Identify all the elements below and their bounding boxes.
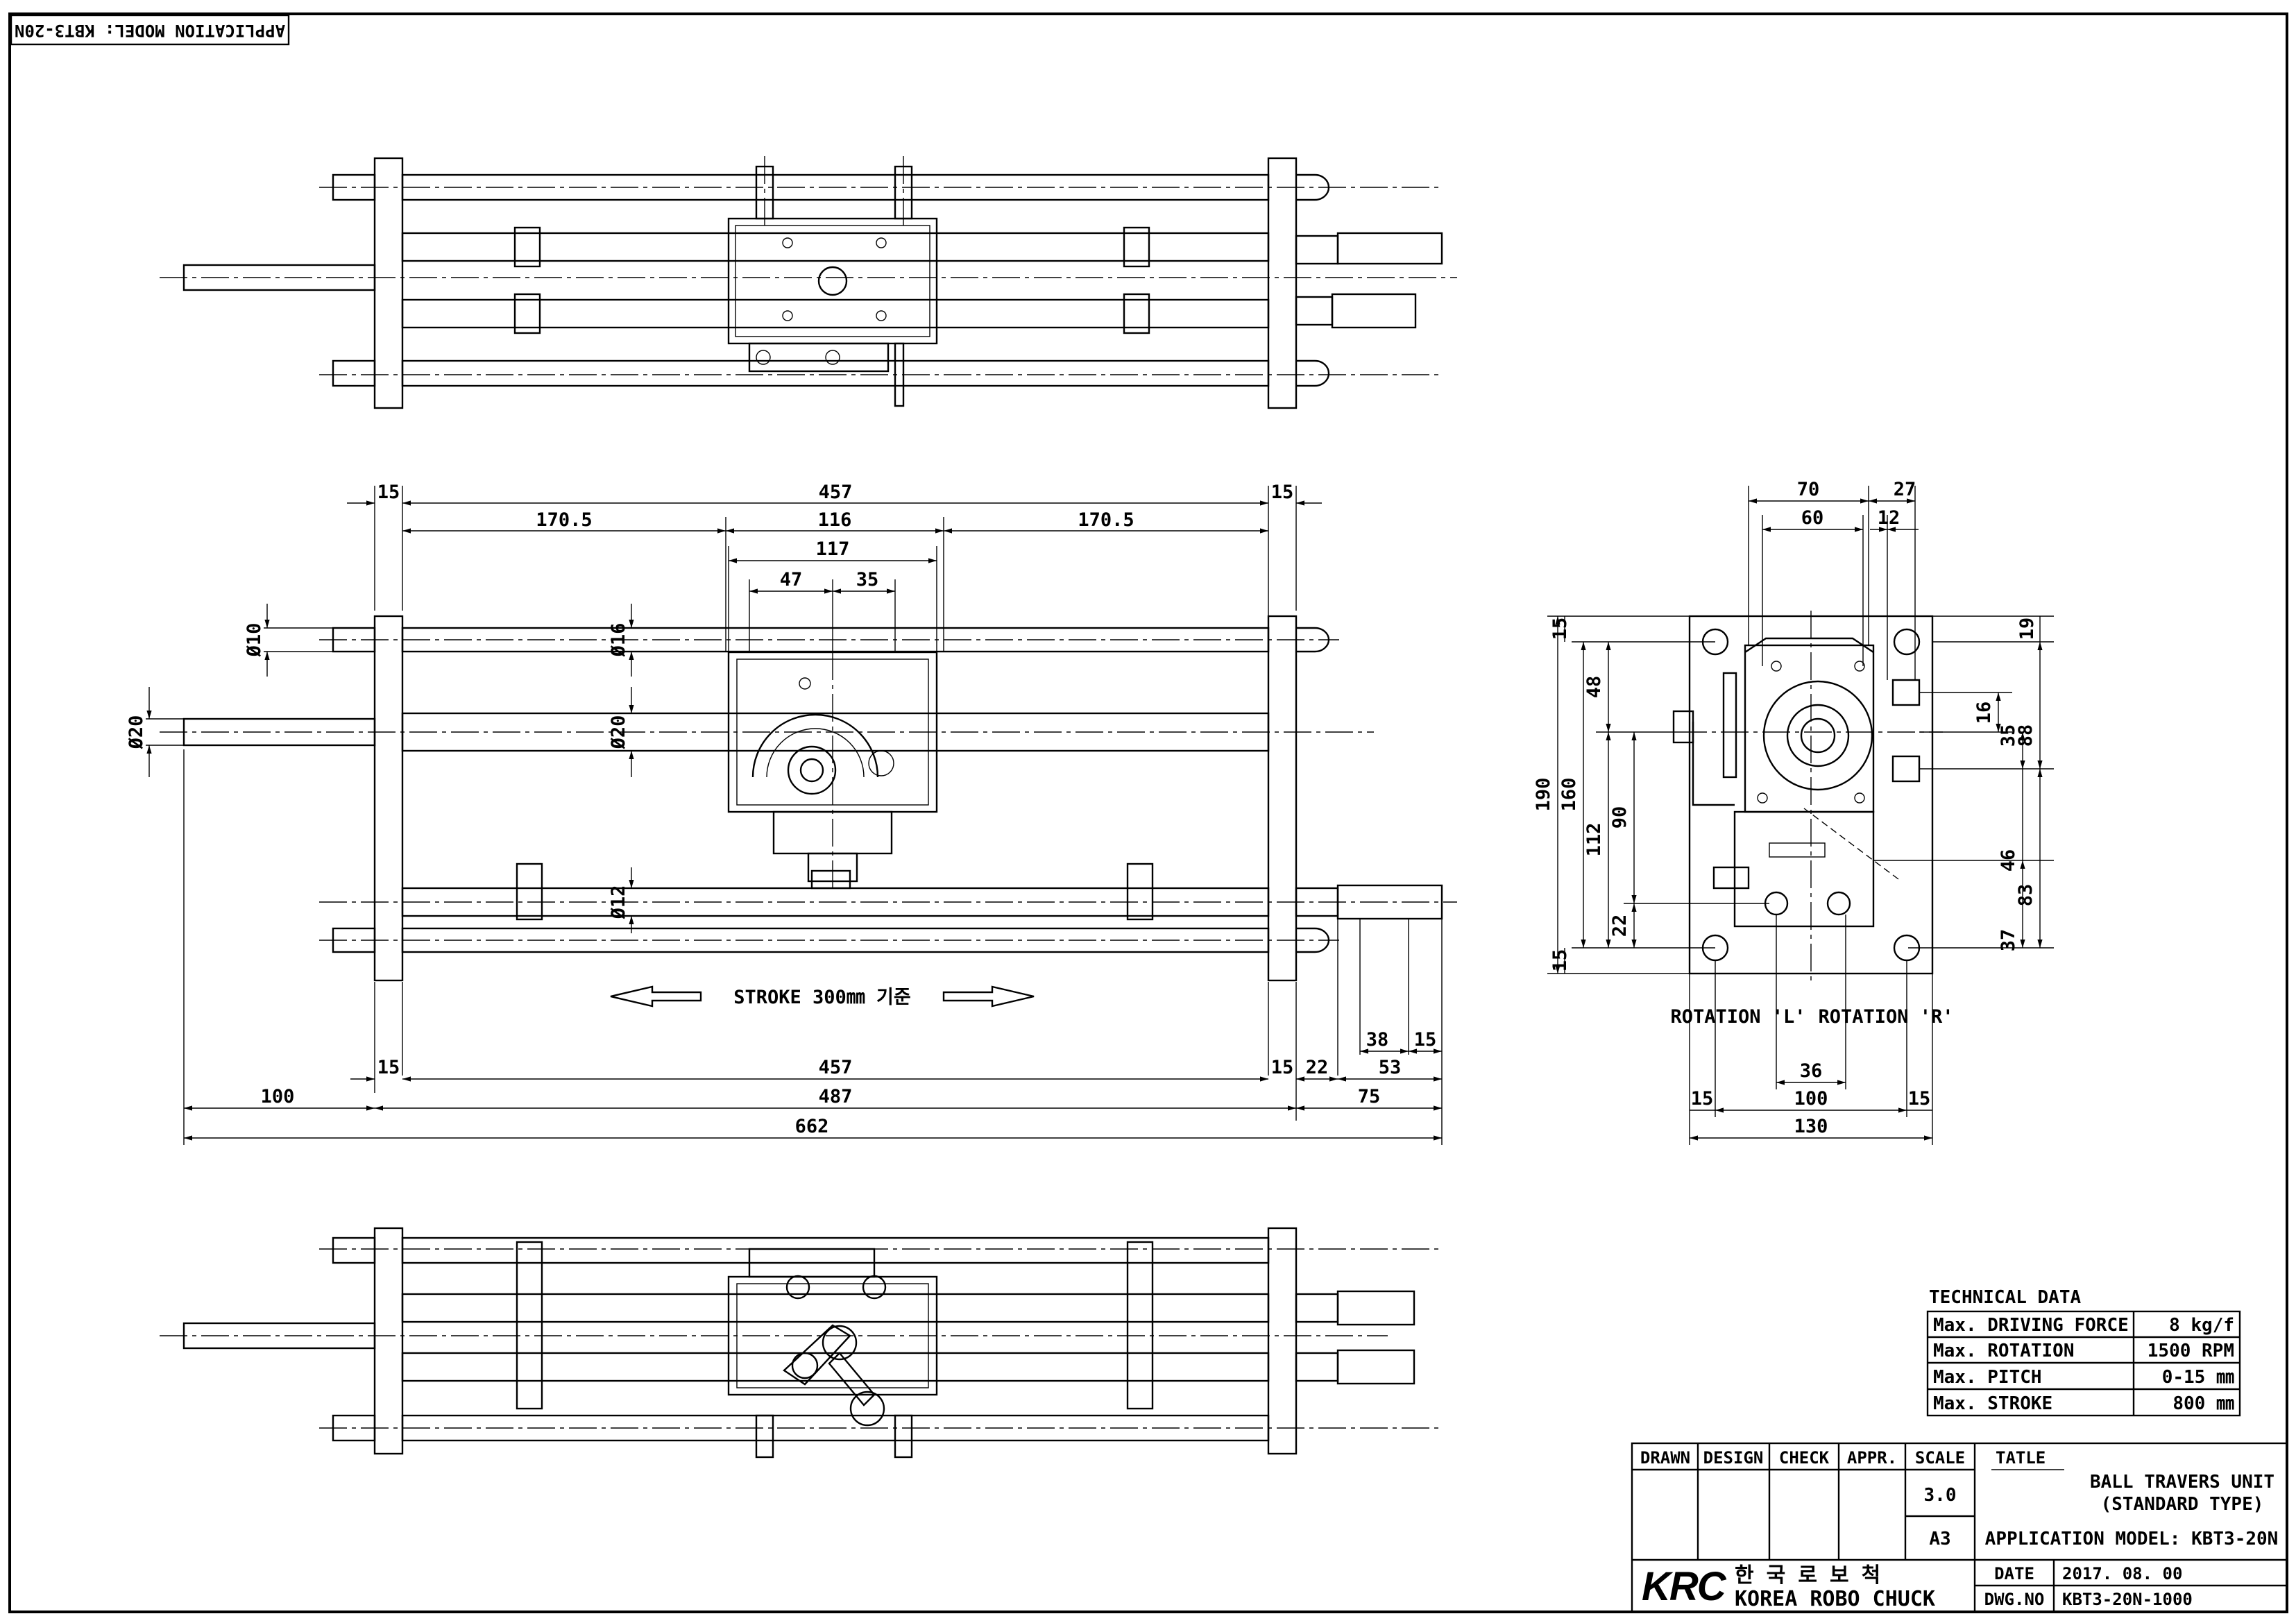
dim-36: 36 [1800,1060,1823,1082]
dim-22-side: 22 [1609,915,1631,937]
dim-90: 90 [1609,806,1631,829]
tech-row-1-value: 8 kg/f [2169,1315,2234,1336]
company-korean-name: 한 국 로 보 척 [1735,1563,1880,1588]
tb-scale-label: SCALE [1915,1448,1965,1468]
dim-88: 88 [2015,724,2036,747]
tb-paper-size: A3 [1929,1529,1950,1549]
tb-title-line1: BALL TRAVERS UNIT [2090,1472,2274,1493]
stroke-note-text: STROKE 300㎜ 기준 [733,987,911,1008]
dim-15-bot-right: 15 [1271,1057,1294,1078]
front-dimensions-diameters: Ø10 Ø20 Ø16 Ø20 Ø12 [126,604,634,933]
dim-phi20-main: Ø20 [608,715,629,750]
dim-15-bot-left: 15 [377,1057,400,1078]
dim-487: 487 [819,1086,853,1107]
tech-row-3-label: Max. PITCH [1933,1367,2042,1388]
tech-row-1-label: Max. DRIVING FORCE [1933,1315,2129,1336]
tb-date-label: DATE [1994,1564,2034,1583]
dim-457-bot: 457 [819,1057,853,1078]
company-english-name: KOREA ROBO CHUCK [1735,1587,1935,1611]
dim-15-side-right: 15 [1908,1088,1931,1110]
dim-16: 16 [1973,702,1995,724]
tb-header-drawn: DRAWN [1640,1448,1690,1468]
sheet-border [8,12,2288,1613]
tb-title-line2: (STANDARD TYPE) [2101,1494,2264,1515]
dim-70: 70 [1797,479,1820,500]
dim-662: 662 [795,1116,829,1137]
dim-116: 116 [818,509,852,531]
dim-22: 22 [1306,1057,1329,1078]
side-view [1672,611,1943,982]
tech-row-4-value: 800 ㎜ [2172,1393,2234,1414]
stroke-note: STROKE 300㎜ 기준 [610,985,1035,1008]
dim-457-top: 457 [819,482,853,503]
technical-data-table: TECHNICAL DATA Max. DRIVING FORCE 8 kg/f… [1926,1287,2241,1417]
tb-header-design: DESIGN [1703,1448,1764,1468]
dim-19: 19 [2016,618,2038,640]
dim-15-top-left: 15 [377,482,400,503]
dim-160: 160 [1558,778,1580,812]
bottom-view [160,1227,1443,1459]
tb-scale-value: 3.0 [1924,1485,1957,1506]
company-logo: KRC [1642,1564,1727,1609]
tb-application-model: APPLICATION MODEL: KBT3-20N [1985,1529,2279,1549]
tech-row-2-value: 1500 RPM [2148,1341,2234,1361]
technical-data-title: TECHNICAL DATA [1929,1287,2081,1308]
dim-170-5-right: 170.5 [1078,509,1134,531]
side-dimensions: 70 27 60 12 15 15 190 160 48 112 90 22 [1533,479,2054,1145]
dim-60: 60 [1801,507,1824,529]
dim-15-stub: 15 [1414,1029,1437,1051]
tb-dwg-value: KBT3-20N-1000 [2062,1590,2193,1609]
tb-date-value: 2017. 08. 00 [2062,1564,2182,1583]
tech-row-2-label: Max. ROTATION [1933,1341,2075,1361]
dim-100-side: 100 [1794,1088,1828,1110]
tech-row-4-label: Max. STROKE [1933,1393,2052,1414]
dim-38: 38 [1366,1029,1389,1051]
dim-117: 117 [816,538,850,560]
dim-15-side-top: 15 [1549,618,1571,640]
title-block: DRAWN DESIGN CHECK APPR. SCALE 3.0 A3 TA… [1631,1442,2288,1613]
dim-170-5-left: 170.5 [536,509,592,531]
tb-dwg-label: DWG.NO [1984,1590,2045,1609]
dim-15-side-bot: 15 [1549,949,1571,972]
dim-100-front: 100 [261,1086,295,1107]
dim-190: 190 [1533,778,1554,812]
front-dimensions-top: 15 457 15 170.5 116 170.5 117 47 35 [347,482,1322,652]
rotation-r-label: ROTATION 'R' [1818,1006,1953,1028]
dim-35: 35 [856,569,879,590]
dim-35-side: 35 [1998,724,2019,747]
tb-title-label: TATLE [1996,1448,2046,1468]
dim-phi12: Ø12 [608,885,629,920]
application-model-tag: APPLICATION MODEL: KBT3-20N [10,14,290,46]
dim-phi16: Ø16 [608,623,629,658]
dim-phi20-shaft: Ø20 [126,715,147,750]
dim-46: 46 [1998,849,2019,872]
application-model-tag-text: APPLICATION MODEL: KBT3-20N [15,21,285,40]
front-dimensions-bottom: 15 457 15 22 38 15 53 100 487 75 662 [183,749,1443,1145]
dim-53: 53 [1379,1057,1402,1078]
tech-row-3-value: 0-15 ㎜ [2162,1367,2234,1388]
dim-15-top-right: 15 [1271,482,1294,503]
dim-12: 12 [1878,507,1900,529]
tb-header-appr: APPR. [1847,1448,1897,1468]
top-view [160,156,1457,409]
dim-47: 47 [780,569,803,590]
front-view [160,615,1457,982]
dim-75: 75 [1358,1086,1381,1107]
dim-112: 112 [1583,823,1605,857]
tb-header-check: CHECK [1779,1448,1830,1468]
dim-48: 48 [1583,676,1605,699]
dim-15-side-left: 15 [1691,1088,1714,1110]
dim-130: 130 [1794,1116,1828,1137]
rotation-l-label: ROTATION 'L' [1670,1006,1805,1028]
dim-37: 37 [1998,929,2019,952]
dim-83: 83 [2015,884,2036,907]
dim-27: 27 [1894,479,1916,500]
dim-phi10: Ø10 [244,623,265,658]
